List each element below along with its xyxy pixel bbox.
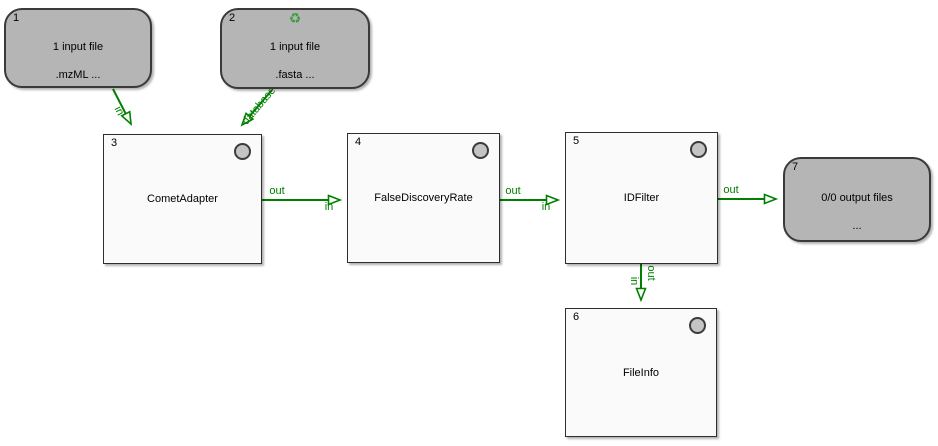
- node-tool-cometadapter[interactable]: 3 CometAdapter: [103, 134, 262, 264]
- node-tool-idfilter[interactable]: 5 IDFilter: [565, 132, 718, 264]
- node-title: 1 input file: [52, 41, 104, 53]
- tool-name: FileInfo: [622, 366, 660, 379]
- edge-4-5-source-port-label: out: [505, 185, 521, 197]
- status-circle-icon: [690, 141, 707, 158]
- node-number: 7: [792, 161, 799, 173]
- edge-3-4-source-port-label: out: [269, 185, 285, 197]
- node-title: 1 input file: [269, 41, 321, 53]
- edge-2-to-3[interactable]: [242, 89, 273, 125]
- tool-name: IDFilter: [623, 192, 660, 204]
- edge-4-5-target-port-label: in: [541, 201, 551, 213]
- tool-name: CometAdapter: [147, 193, 218, 205]
- node-input-mzml[interactable]: 1 1 input file .mzML ...: [4, 8, 152, 88]
- node-number: 4: [355, 136, 362, 148]
- node-number: 3: [111, 137, 118, 149]
- node-subtitle: ...: [852, 220, 862, 232]
- node-subtitle: .mzML ...: [55, 69, 101, 81]
- recycle-icon: ♻: [288, 10, 302, 26]
- node-number: 1: [13, 12, 20, 24]
- node-number: 6: [573, 311, 580, 323]
- node-number: 2: [229, 12, 236, 24]
- node-output-files[interactable]: 7 0/0 output files ...: [783, 157, 931, 242]
- status-circle-icon: [689, 317, 706, 334]
- status-circle-icon: [234, 143, 251, 160]
- edge-5-6-source-port-label: out: [645, 265, 657, 281]
- edge-5-7-source-port-label: out: [723, 184, 739, 196]
- node-tool-fileinfo[interactable]: 6 FileInfo: [565, 308, 717, 437]
- node-number: 5: [573, 135, 580, 147]
- tool-name: FalseDiscoveryRate: [374, 192, 473, 204]
- edge-1-to-3[interactable]: [112, 88, 131, 124]
- node-input-fasta[interactable]: 2 ♻ 1 input file .fasta ...: [220, 8, 370, 89]
- node-title: 0/0 output files: [821, 192, 893, 204]
- edge-5-6-target-port-label: in: [628, 276, 640, 286]
- node-subtitle: .fasta ...: [275, 69, 315, 81]
- status-circle-icon: [472, 142, 489, 159]
- node-tool-falsediscoveryrate[interactable]: 4 FalseDiscoveryRate: [347, 133, 500, 263]
- edge-3-4-target-port-label: in: [324, 201, 334, 213]
